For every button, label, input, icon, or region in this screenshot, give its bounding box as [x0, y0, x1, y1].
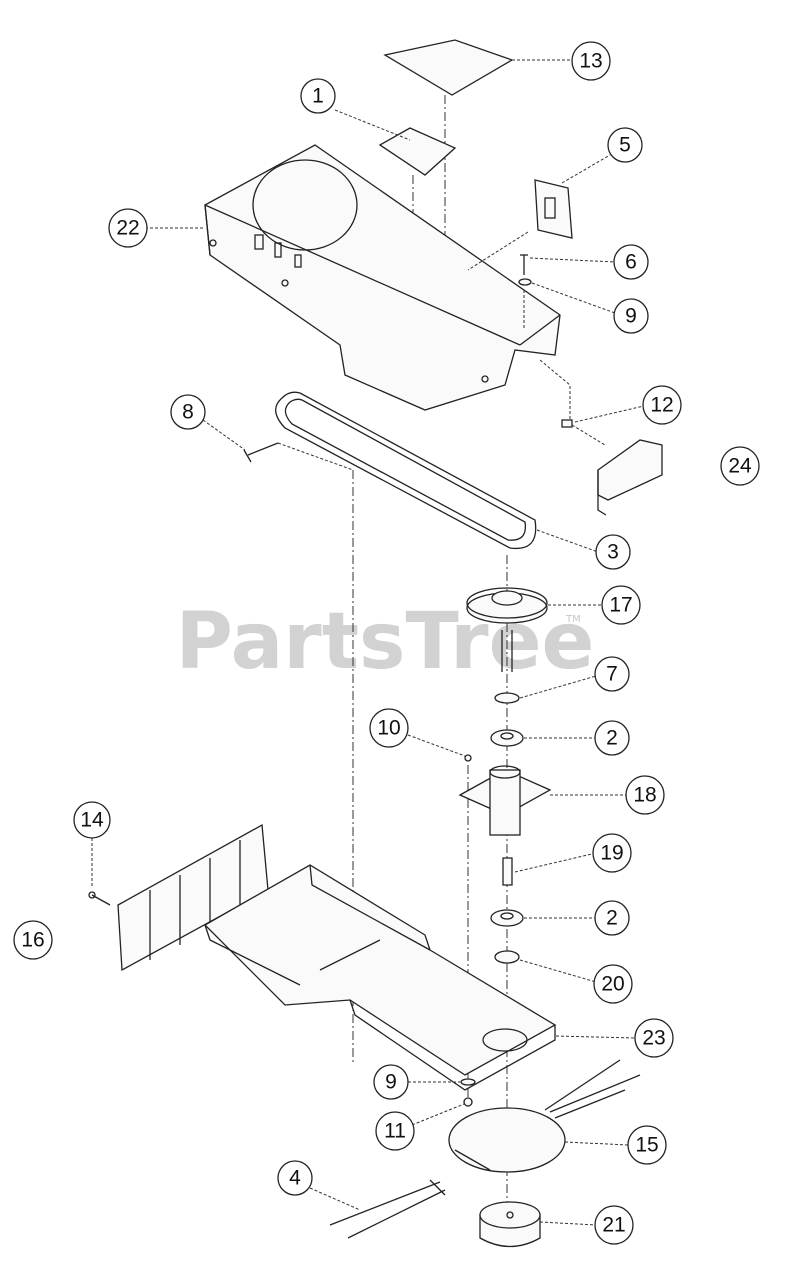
- callout-3-label: 3: [607, 541, 619, 564]
- leader-20: [519, 959, 597, 983]
- callout-4-label: 4: [289, 1167, 301, 1190]
- callout-1-label: 1: [312, 85, 324, 108]
- callout-2-bottom-label: 2: [606, 907, 618, 930]
- callout-19[interactable]: 19: [592, 833, 632, 873]
- callout-6[interactable]: 6: [613, 244, 649, 280]
- leader-12-up: [539, 359, 571, 420]
- bearing-2-bottom: [490, 909, 524, 927]
- callout-10-label: 10: [377, 717, 400, 740]
- blades-4: [329, 1179, 446, 1239]
- bolt-14: [88, 891, 111, 906]
- callout-9-top[interactable]: 9: [613, 298, 649, 334]
- washer-9-top: [518, 278, 532, 286]
- callout-13-label: 13: [579, 50, 602, 73]
- callout-23[interactable]: 23: [634, 1018, 674, 1058]
- callout-5-label: 5: [619, 134, 631, 157]
- callout-16-label: 16: [21, 929, 44, 952]
- callout-21[interactable]: 21: [594, 1205, 634, 1245]
- bracket-12: [561, 419, 663, 516]
- callout-5[interactable]: 5: [607, 127, 643, 163]
- pulley-17: [466, 587, 548, 672]
- callout-22[interactable]: 22: [108, 208, 148, 248]
- callout-19-label: 19: [600, 842, 623, 865]
- leader-19: [514, 852, 597, 873]
- leader-5-to-housing: [467, 231, 529, 271]
- leader-6: [529, 257, 616, 263]
- callout-13[interactable]: 13: [571, 41, 611, 81]
- callout-22-label: 22: [116, 217, 139, 240]
- callout-10[interactable]: 10: [369, 708, 409, 748]
- callout-8-label: 8: [182, 401, 194, 424]
- callout-21-label: 21: [602, 1214, 625, 1237]
- leader-4: [309, 1187, 361, 1211]
- callout-3[interactable]: 3: [595, 534, 631, 570]
- impeller-disc-15: [448, 1059, 641, 1173]
- callout-14-label: 14: [80, 809, 104, 832]
- decal-13: [383, 39, 514, 96]
- callout-12-label: 12: [650, 394, 673, 417]
- belt-3: [275, 391, 537, 550]
- leader-23: [555, 1035, 637, 1039]
- callout-12[interactable]: 12: [642, 385, 682, 425]
- leader-12-bracket: [571, 424, 606, 446]
- leader-12: [574, 404, 649, 423]
- screw-10: [464, 754, 472, 762]
- hub-21: [479, 1201, 541, 1248]
- callout-9-bottom-label: 9: [385, 1071, 397, 1094]
- top-housing-22: [204, 144, 561, 411]
- spindle-housing-18: [458, 765, 552, 836]
- plate-5: [534, 179, 573, 239]
- bearing-2-top: [490, 729, 524, 747]
- callout-2-top[interactable]: 2: [594, 720, 630, 756]
- washer-9-bottom: [460, 1078, 476, 1086]
- leader-8-axis: [277, 442, 354, 471]
- leader-3: [536, 529, 599, 553]
- callout-24[interactable]: 24: [720, 446, 760, 486]
- label-1: [378, 127, 457, 176]
- watermark-trademark: TM: [565, 614, 581, 625]
- callout-9-top-label: 9: [625, 305, 637, 328]
- spacer-20: [494, 950, 520, 964]
- callout-7[interactable]: 7: [594, 656, 630, 692]
- callout-2-top-label: 2: [606, 727, 618, 750]
- callout-2-bottom[interactable]: 2: [594, 900, 630, 936]
- callout-18-label: 18: [633, 784, 656, 807]
- callout-7-label: 7: [606, 663, 618, 686]
- callout-9-bottom[interactable]: 9: [373, 1064, 409, 1100]
- callout-11[interactable]: 11: [375, 1111, 415, 1151]
- leader-7: [519, 675, 597, 699]
- leader-10: [407, 734, 466, 757]
- callout-18[interactable]: 18: [625, 775, 665, 815]
- screw-6: [520, 254, 528, 275]
- callout-layer: 13 1 5 22 6 9 8 12 24 3 17 7 10 2 18 14 …: [13, 41, 760, 1245]
- callout-6-label: 6: [625, 251, 637, 274]
- callout-17[interactable]: 17: [601, 585, 641, 625]
- leader-5: [561, 154, 611, 184]
- base-frame-23: [203, 864, 557, 1091]
- callout-4[interactable]: 4: [277, 1160, 313, 1196]
- callout-17-label: 17: [609, 594, 632, 617]
- leader-21: [539, 1221, 597, 1226]
- leader-8: [202, 419, 246, 451]
- callout-15-label: 15: [635, 1134, 658, 1157]
- nut-11: [463, 1097, 473, 1107]
- callout-16[interactable]: 16: [13, 920, 53, 960]
- callout-14[interactable]: 14: [73, 801, 111, 839]
- leader-1: [334, 109, 411, 141]
- callout-20[interactable]: 20: [593, 964, 633, 1004]
- callout-20-label: 20: [601, 973, 624, 996]
- callout-15[interactable]: 15: [627, 1125, 667, 1165]
- callout-24-label: 24: [728, 455, 752, 478]
- callout-8[interactable]: 8: [170, 394, 206, 430]
- callout-23-label: 23: [642, 1027, 665, 1050]
- callout-1[interactable]: 1: [300, 78, 336, 114]
- shaft-19: [502, 857, 513, 886]
- bolt-8: [243, 442, 279, 463]
- leader-15: [564, 1141, 629, 1146]
- leader-11: [411, 1103, 465, 1126]
- washer-7: [494, 692, 520, 704]
- callout-11-label: 11: [384, 1120, 406, 1143]
